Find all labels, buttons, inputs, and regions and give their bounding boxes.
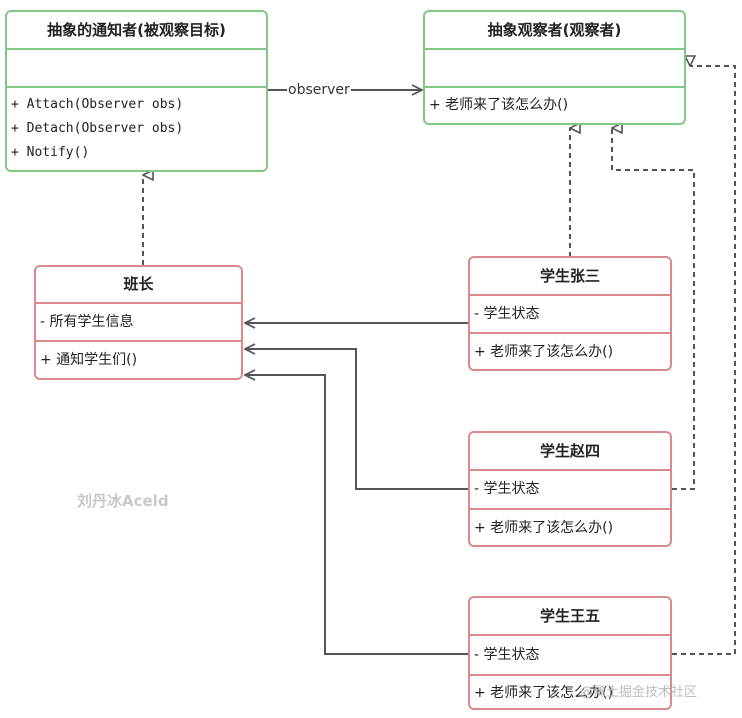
assoc-wangwu-monitor	[245, 375, 468, 655]
monitor-class-title: 班长	[36, 267, 241, 304]
subject-method: + Attach(Observer obs)	[11, 97, 184, 112]
site-watermark: @稀土掘金技术社区	[580, 685, 698, 700]
student-zhaosi-attributes: - 学生状态	[470, 471, 670, 510]
realization-wangwu-observer	[672, 66, 736, 655]
assoc-zhaosi-monitor	[245, 349, 468, 490]
student-zhangsan-box[interactable]: 学生张三 - 学生状态 + 老师来了该怎么办()	[468, 256, 672, 371]
student-zhangsan-attributes: - 学生状态	[470, 296, 670, 334]
subject-methods-section: + Attach(Observer obs) + Detach(Observer…	[7, 88, 266, 165]
student-attribute: - 学生状态	[474, 647, 540, 663]
student-zhangsan-title: 学生张三	[470, 258, 670, 296]
student-method: + 老师来了该怎么办()	[474, 344, 614, 360]
student-wangwu-box[interactable]: 学生王五 - 学生状态 + 老师来了该怎么办()	[468, 596, 672, 710]
monitor-methods-section: + 通知学生们()	[36, 342, 241, 378]
student-method: + 老师来了该怎么办()	[474, 520, 614, 536]
observer-method: + 老师来了该怎么办()	[429, 97, 569, 113]
subject-method: + Detach(Observer obs)	[11, 121, 184, 136]
student-method: + 老师来了该怎么办()	[474, 685, 614, 701]
student-wangwu-attributes: - 学生状态	[470, 636, 670, 676]
student-zhaosi-box[interactable]: 学生赵四 - 学生状态 + 老师来了该怎么办()	[468, 431, 672, 547]
observer-class-title: 抽象观察者(观察者)	[425, 12, 684, 50]
association-label: observer	[287, 82, 351, 98]
student-zhaosi-methods: + 老师来了该怎么办()	[470, 510, 670, 546]
student-attribute: - 学生状态	[474, 306, 540, 322]
student-wangwu-title: 学生王五	[470, 598, 670, 636]
author-watermark: 刘丹冰Aceld	[77, 492, 169, 510]
student-wangwu-methods: + 老师来了该怎么办()	[470, 676, 670, 710]
subject-class-title: 抽象的通知者(被观察目标)	[7, 12, 266, 50]
monitor-attribute: - 所有学生信息	[40, 314, 134, 330]
student-attribute: - 学生状态	[474, 481, 540, 497]
student-zhangsan-methods: + 老师来了该怎么办()	[470, 334, 670, 370]
monitor-method: + 通知学生们()	[40, 352, 138, 368]
subject-method: + Notify()	[11, 145, 90, 160]
monitor-class-box[interactable]: 班长 - 所有学生信息 + 通知学生们()	[34, 265, 243, 380]
observer-attributes-section	[425, 50, 684, 88]
observer-class-box[interactable]: 抽象观察者(观察者) + 老师来了该怎么办()	[423, 10, 686, 125]
realization-zhaosi-observer	[611, 128, 695, 490]
monitor-attributes-section: - 所有学生信息	[36, 304, 241, 342]
subject-class-box[interactable]: 抽象的通知者(被观察目标) + Attach(Observer obs) + D…	[5, 10, 268, 172]
subject-attributes-section	[7, 50, 266, 88]
observer-methods-section: + 老师来了该怎么办()	[425, 88, 684, 116]
student-zhaosi-title: 学生赵四	[470, 433, 670, 471]
